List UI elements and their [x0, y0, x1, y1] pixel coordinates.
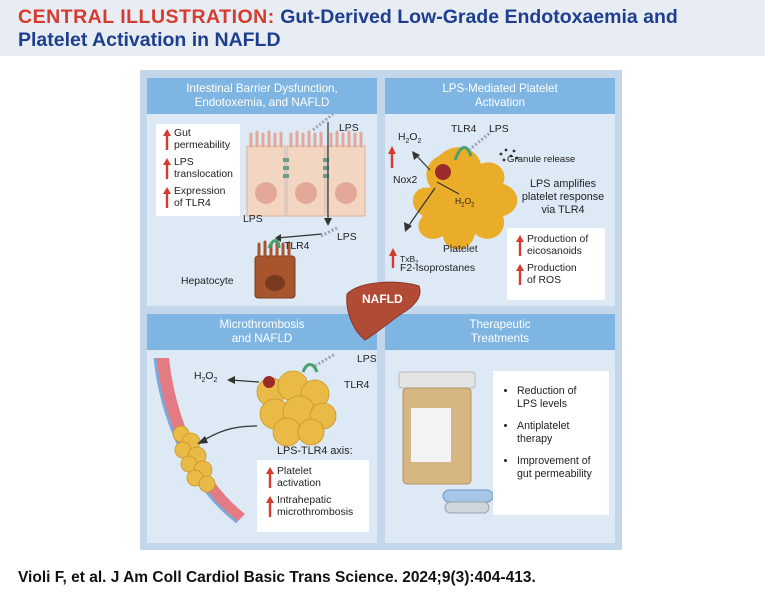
up-arrow-icon [163, 187, 171, 208]
nox2-enzyme [263, 376, 275, 388]
tight-junctions [283, 158, 329, 178]
figure-header: CENTRAL ILLUSTRATION: Gut-Derived Low-Gr… [0, 0, 765, 56]
bottle-label [411, 408, 451, 462]
lps-label: LPS [339, 123, 359, 134]
nox2-enzyme [435, 164, 451, 180]
lps-tlr4-axis-label: LPS-TLR4 axis: [277, 445, 353, 457]
pill-bottle-illustration [398, 371, 494, 514]
platelet-aggregate [256, 370, 337, 447]
f2-isoprostanes-label: F2-Isoprostanes [400, 263, 476, 274]
tlr4-receptor [267, 239, 281, 249]
platelet-illustration [388, 130, 519, 268]
title-line2: Platelet Activation in NAFLD [18, 29, 281, 51]
tlr4-label: TLR4 [344, 380, 370, 391]
title-prefix: CENTRAL ILLUSTRATION: [18, 6, 275, 28]
up-arrow-icon [266, 467, 274, 488]
granule-release-label: Granule release [507, 154, 576, 165]
up-arrow-icon [266, 496, 274, 517]
nox2-label: Nox2 [393, 175, 418, 186]
h2o2-label: H2O2 [194, 371, 218, 385]
h2o2-label: H2O2 [398, 132, 422, 146]
granules [499, 148, 519, 162]
up-arrow-icon [163, 158, 171, 179]
lps-molecule [320, 226, 338, 238]
lps-label: LPS [489, 124, 509, 135]
thrombus [172, 425, 216, 493]
liver-icon [346, 281, 421, 341]
txb2-label: TxB2 [400, 254, 419, 267]
citation: Violi F, et al. J Am Coll Cardiol Basic … [18, 569, 536, 586]
figure-title: CENTRAL ILLUSTRATION: Gut-Derived Low-Gr… [18, 6, 758, 52]
up-arrow-icon [516, 264, 524, 285]
title-line1: Gut-Derived Low-Grade Endotoxaemia and [280, 6, 678, 28]
hepatocyte-label: Hepatocyte [181, 276, 234, 287]
tlr4-label: TLR4 [451, 124, 477, 135]
lps-molecule [314, 352, 336, 368]
capsules [442, 489, 494, 514]
enterocyte-cells [246, 145, 366, 217]
panel-title: Intestinal Barrier Dysfunction,Endotoxem… [147, 78, 377, 114]
hepatocyte-cell [254, 239, 296, 299]
lps-label: LPS [243, 214, 263, 225]
platelet-label: Platelet [443, 244, 478, 255]
lps-label: LPS [357, 354, 377, 365]
h2o2-label-inner: H2O2 [455, 196, 475, 209]
vessel-wall [155, 358, 245, 522]
panel-intestinal-barrier: Intestinal Barrier Dysfunction,Endotoxem… [147, 78, 377, 306]
lps-molecule [468, 130, 492, 152]
nafld-label: NAFLD [362, 292, 403, 306]
microvilli [249, 130, 363, 148]
up-arrow-icon [516, 235, 524, 256]
microthrombosis-illustration [153, 352, 337, 524]
lps-label: LPS [337, 232, 357, 243]
intestinal-epithelium-illustration [246, 112, 366, 299]
up-arrow-icon [163, 129, 171, 150]
bottle-cap [398, 371, 476, 389]
lps-molecule [312, 112, 334, 132]
tlr4-label: TLR4 [284, 241, 310, 252]
